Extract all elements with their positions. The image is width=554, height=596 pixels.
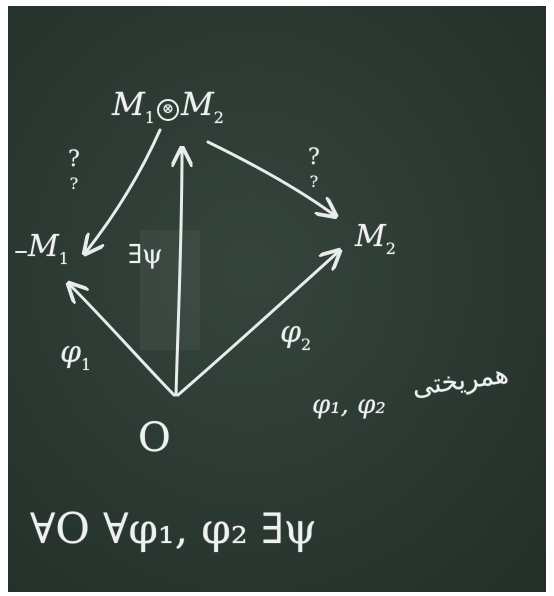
m1-sub: 1 [58,249,69,268]
node-tensor-product: M1⊗M2 [112,88,224,126]
arrow-tensor-to-m2 [206,140,334,215]
tensor-left-sub: 1 [144,108,155,127]
quantifier-text: ∀O ∀φ₁, φ₂ ∃ψ [30,504,317,553]
phi2-sub: 2 [301,335,312,354]
psi-label: ∃ψ [128,240,163,270]
node-m2: M2 [355,222,396,257]
bottom-quantifier-line: ∀O ∀φ₁, φ₂ ∃ψ [30,508,317,550]
tensor-right: M [180,85,214,123]
edge-label-psi: ∃ψ [128,242,163,268]
question-mark: ? [309,172,319,191]
edge-label-to-m2: ? ? [308,146,320,194]
question-mark: ? [308,145,320,170]
edge-label-phi2: φ2 [280,318,311,353]
arrow-psi [176,150,182,397]
node-origin: O [138,418,171,458]
board-surface [8,6,546,592]
m2-name: M [355,219,386,254]
phi1-name: φ [60,335,82,370]
m1-name: M [28,229,59,264]
question-mark: ? [69,174,79,193]
origin-name: O [138,415,171,461]
m2-sub: 2 [385,239,396,258]
arrow-phi2 [176,252,338,397]
phi2-name: φ [280,315,302,350]
edge-label-phi1: φ1 [60,338,91,373]
tensor-right-sub: 2 [213,108,224,127]
chalk-smudge [140,230,200,350]
side-note-text: φ₁, φ₂ [312,390,386,420]
arrow-tensor-to-m1 [86,128,162,252]
question-mark: ? [68,147,80,172]
node-m1: M1 [28,232,69,267]
edge-label-to-m1: ? ? [68,148,80,196]
tensor-left: M [112,85,145,123]
arrow-phi1 [70,285,176,397]
phi1-sub: 1 [81,355,92,374]
side-note-maps: φ₁, φ₂ [312,392,386,418]
tensor-symbol: ⊗ [156,99,179,121]
